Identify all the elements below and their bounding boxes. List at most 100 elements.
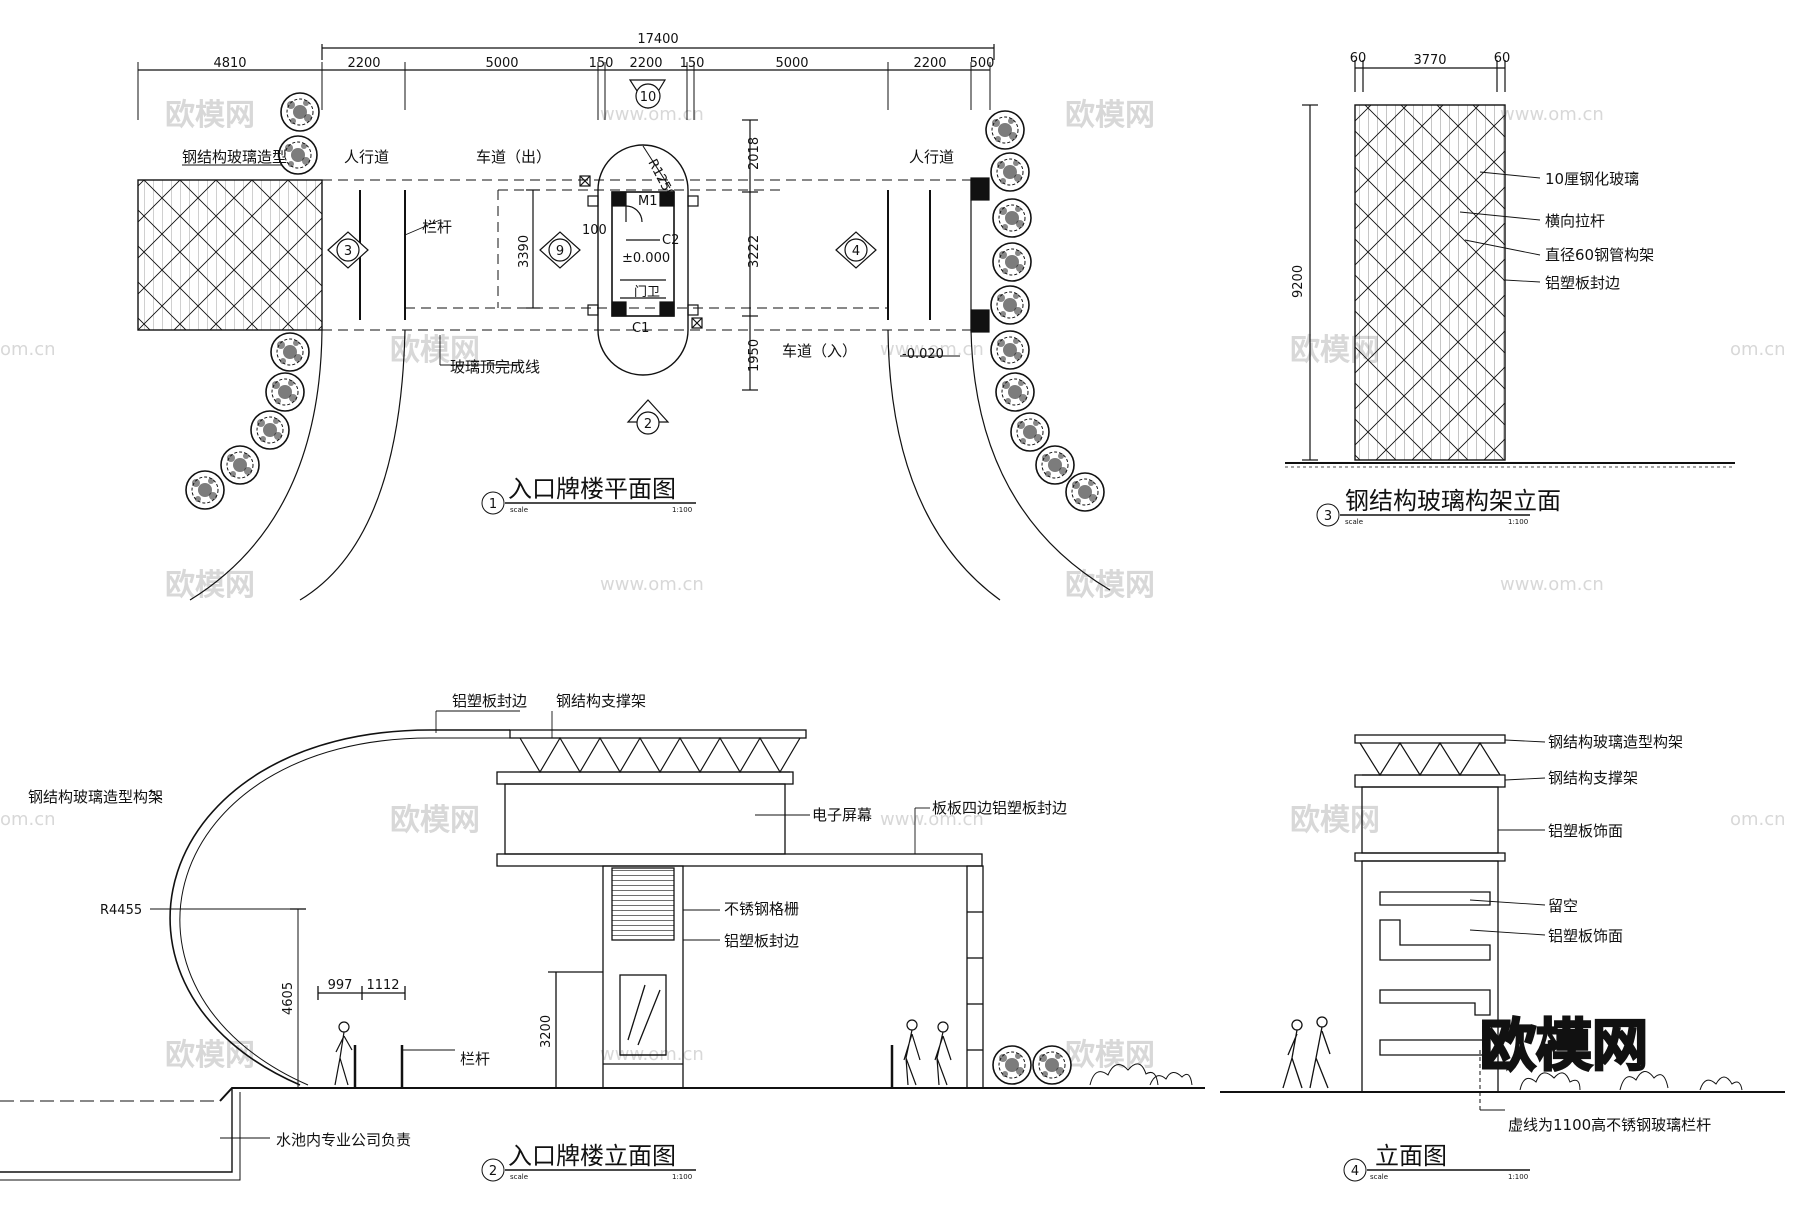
plan-markers	[327, 79, 877, 435]
watermark-url: www.om.cn	[880, 339, 984, 360]
main-title: 入口牌楼立面图	[508, 1142, 676, 1170]
watermark-logo: 欧模网	[1065, 568, 1155, 603]
watermark-logo: 欧模网	[1065, 98, 1155, 133]
plan-labels: 钢结构玻璃造型 人行道 人行道 车道（出） 车道（入） 栏杆 玻璃顶完成线 M1…	[182, 148, 954, 376]
side-elevation-text: 钢结构玻璃造型构架 钢结构支撑架 铝塑板饰面 留空 铝塑板饰面 虚线为1100高…	[1479, 733, 1711, 1134]
plan-scale-word: scale	[510, 506, 528, 514]
frame-elevation-text: 60 3770 60 9200 10厘钢化玻璃 横向拉杆 直径60钢管构架 铝塑…	[1291, 51, 1654, 298]
side-elevation	[1220, 734, 1785, 1111]
frame-title: 钢结构玻璃构架立面	[1345, 487, 1561, 515]
main-number: 2	[489, 1164, 497, 1179]
label-sidewalk-left: 人行道	[344, 148, 389, 166]
side-scale-word: scale	[1370, 1173, 1388, 1181]
main-elevation-shrubs	[992, 1045, 1072, 1085]
watermark-url: www.om.cn	[600, 104, 704, 125]
watermark-logo: 欧模网	[165, 98, 255, 133]
label-level-neg: -0.020	[902, 347, 944, 362]
dim-3222: 3222	[747, 235, 762, 268]
marker-9: 9	[556, 244, 564, 259]
watermark-logo: 欧模网	[1290, 803, 1380, 838]
label-sidewalk-right: 人行道	[909, 148, 954, 166]
watermark-logo: 欧模网	[165, 1038, 255, 1073]
watermark-url: www.om.cn	[1500, 104, 1604, 125]
label-c2: C2	[662, 233, 679, 248]
label-opening: 留空	[1548, 897, 1578, 915]
frame-title-block: 钢结构玻璃构架立面 3 scale 1:100	[1316, 487, 1561, 527]
dim-3390: 3390	[517, 235, 532, 268]
dim-2200: 2200	[629, 56, 662, 71]
plan-number: 1	[489, 497, 497, 512]
dim-4605: 4605	[281, 982, 296, 1015]
dim-r4455: R4455	[100, 903, 142, 918]
plan-view	[137, 44, 1111, 601]
dim-997: 997	[328, 978, 353, 993]
frame-elevation	[1285, 60, 1735, 468]
label-steel-glass: 钢结构玻璃造型	[182, 148, 287, 166]
watermark-logo: 欧模网	[1065, 1038, 1155, 1073]
label-alu-edge: 铝塑板封边	[724, 932, 799, 950]
label-m1: M1	[638, 194, 658, 209]
dim-2200: 2200	[913, 56, 946, 71]
watermark-url: www.om.cn	[600, 574, 704, 595]
label-guard: 门卫	[634, 285, 660, 300]
main-elevation	[0, 710, 1205, 1181]
dim-9200: 9200	[1291, 265, 1306, 298]
label-lane-out: 车道（出）	[476, 148, 551, 166]
label-railing-note: 虚线为1100高不锈钢玻璃栏杆	[1508, 1116, 1711, 1134]
dim-5000: 5000	[485, 56, 518, 71]
dim-100: 100	[582, 223, 607, 238]
label-lane-in: 车道（入）	[782, 342, 857, 360]
label-support: 钢结构支撑架	[1548, 769, 1638, 787]
marker-10: 10	[640, 90, 657, 105]
dim-3200: 3200	[539, 1015, 554, 1048]
watermark-logo: 欧模网	[165, 568, 255, 603]
dim-500: 500	[970, 56, 995, 71]
logo-watermark: 欧模网	[1480, 1014, 1648, 1079]
label-tie-rod: 横向拉杆	[1545, 212, 1605, 230]
main-elevation-text: 铝塑板封边 钢结构支撑架 钢结构玻璃造型构架 电子屏幕 板板四边铝塑板封边 不锈…	[28, 692, 1067, 1149]
marker-4: 4	[852, 244, 860, 259]
label-alu-face-top: 铝塑板饰面	[1548, 822, 1623, 840]
dim-2018: 2018	[747, 137, 762, 170]
frame-scale: 1:100	[1508, 518, 1528, 526]
watermark-url: om.cn	[1730, 809, 1786, 830]
label-railing: 栏杆	[422, 218, 452, 236]
dim-2200: 2200	[347, 56, 380, 71]
main-title-block: 入口牌楼立面图 2 scale 1:100	[481, 1142, 696, 1182]
label-steel-support: 钢结构支撑架	[556, 692, 646, 710]
label-steel-glass-frame: 钢结构玻璃造型构架	[28, 788, 163, 806]
dim-3770: 3770	[1413, 53, 1446, 68]
label-tempered-glass: 10厘钢化玻璃	[1545, 170, 1639, 188]
label-steel-pipe: 直径60钢管构架	[1545, 246, 1654, 264]
dim-total: 17400	[637, 32, 678, 47]
watermark-logo: 欧模网	[390, 803, 480, 838]
marker-3: 3	[344, 244, 352, 259]
dim-5000: 5000	[775, 56, 808, 71]
label-alu-edge: 铝塑板封边	[1545, 274, 1620, 292]
label-slab-edge: 板板四边铝塑板封边	[932, 799, 1067, 817]
label-alu-edge-top: 铝塑板封边	[452, 692, 527, 710]
plan-title-block: 入口牌楼平面图 1 scale 1:100	[481, 475, 696, 515]
dim-1112: 1112	[366, 978, 399, 993]
side-scale: 1:100	[1508, 1173, 1528, 1181]
dim-1950: 1950	[747, 339, 762, 372]
label-alu-face: 铝塑板饰面	[1548, 927, 1623, 945]
frame-number: 3	[1324, 509, 1332, 524]
label-frame: 钢结构玻璃造型构架	[1548, 733, 1683, 751]
main-scale: 1:100	[672, 1173, 692, 1181]
plan-marker-labels: 10 9 3 4 2	[344, 90, 860, 432]
plan-scale: 1:100	[672, 506, 692, 514]
label-glass-roof-line: 玻璃顶完成线	[450, 358, 540, 376]
dim-150: 150	[589, 56, 614, 71]
side-title-block: 立面图 4 scale 1:100	[1343, 1142, 1530, 1182]
watermark-url: om.cn	[0, 809, 56, 830]
dim-60-right: 60	[1494, 51, 1511, 66]
label-c1: C1	[632, 321, 649, 336]
watermark-url: om.cn	[0, 339, 56, 360]
label-railing: 栏杆	[460, 1050, 490, 1068]
main-scale-word: scale	[510, 1173, 528, 1181]
marker-2: 2	[644, 417, 652, 432]
label-ss-grille: 不锈钢格栅	[724, 900, 799, 918]
plan-dimensions: 17400 4810 2200 5000 150 2200 150 5000 2…	[213, 32, 994, 372]
dim-4810: 4810	[213, 56, 246, 71]
